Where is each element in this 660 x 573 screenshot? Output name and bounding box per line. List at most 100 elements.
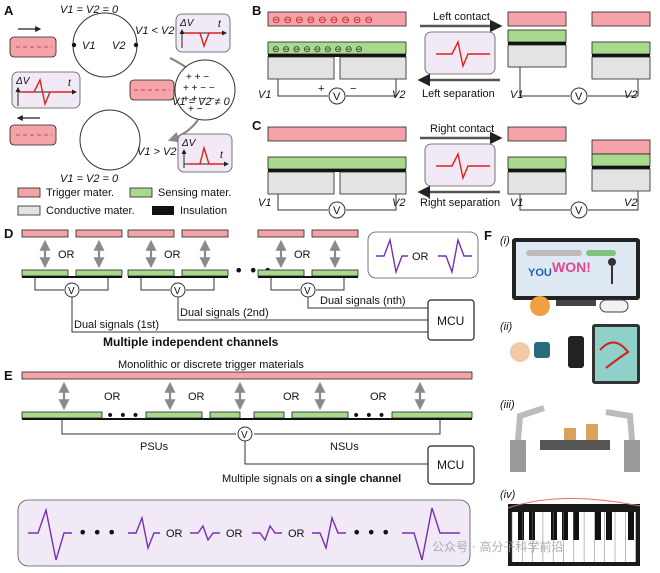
dv-label: ΔV: [15, 76, 31, 87]
sub-label-ii: (ii): [500, 321, 513, 333]
signal-strip-box: [17, 499, 471, 567]
electrode-dot: [133, 42, 139, 48]
legend-insulation: Insulation: [180, 205, 227, 217]
dual-signals-1st: Dual signals (1st): [74, 319, 159, 331]
voltmeter-label: V: [575, 205, 583, 217]
joystick: [530, 296, 550, 316]
signal-trace: [22, 77, 72, 107]
piano-black-key: [628, 512, 634, 540]
t-label: t: [218, 19, 222, 30]
panel-label-b: B: [252, 3, 261, 18]
legend-conductive: Conductive mater.: [46, 205, 135, 217]
piano-black-key: [595, 512, 601, 540]
piano-black-key: [606, 512, 612, 540]
panel-b: ⊖ ⊖ ⊖ ⊖ ⊖ ⊖ ⊖ ⊖ ⊖ ⊖ ⊖ ⊖ ⊖ ⊖ ⊖ ⊖ ⊖ ⊖ V V1…: [258, 11, 651, 105]
or-label: OR: [370, 391, 387, 403]
v2-label: V2: [624, 89, 637, 101]
legend-sensing: Sensing mater.: [158, 187, 231, 199]
psus-label: PSUs: [140, 441, 169, 453]
legend-swatch-insulation: [152, 206, 174, 215]
or-label: OR: [188, 391, 205, 403]
v2-label: V2: [392, 197, 405, 209]
or-label: OR: [288, 528, 305, 540]
voltmeter-label: V: [333, 91, 341, 103]
mcu-label: MCU: [437, 314, 464, 328]
package: [564, 428, 576, 440]
sub-label-i: (i): [500, 235, 510, 247]
panel-e: Monolithic or discrete trigger materials…: [17, 359, 475, 567]
electrode-left: [267, 56, 335, 80]
panel-label-c: C: [252, 118, 262, 133]
left-separation-label: Left separation: [422, 88, 495, 100]
charge-row: ⊖ ⊖ ⊖ ⊖ ⊖ ⊖ ⊖ ⊖ ⊖: [272, 45, 363, 55]
panel-label-a: A: [4, 3, 14, 18]
game-character: [608, 258, 616, 266]
dv-label: ΔV: [179, 18, 195, 29]
robot-arm-left-base: [510, 440, 526, 472]
neq-label: V1 = V2 ≠ 0: [172, 96, 231, 108]
trigger-layer: [267, 11, 407, 27]
panel-f: (i) YOU WON! (ii) (iii) (iv): [500, 235, 641, 566]
nsus-label: NSUs: [330, 441, 359, 453]
dual-signals-2nd: Dual signals (2nd): [180, 307, 269, 319]
v1-label: V1: [82, 40, 95, 52]
piano-black-key: [573, 512, 579, 540]
transition-arrow: [167, 119, 199, 143]
won-text: WON!: [552, 259, 591, 275]
dual-signals-nth: Dual signals (nth): [320, 295, 406, 307]
v2-label: V2: [624, 197, 637, 209]
monolithic-label: Monolithic or discrete trigger materials: [118, 359, 304, 371]
svg-text:+ + −: + + −: [186, 72, 209, 83]
voltmeter-label: V: [68, 286, 75, 297]
v2-label: V2: [392, 89, 405, 101]
you-text: YOU: [528, 267, 552, 279]
svg-text:+ −: + −: [188, 104, 203, 115]
gt-label: V1 > V2: [137, 146, 176, 158]
svg-text:• • •: • • •: [352, 408, 386, 424]
piano-black-key: [529, 512, 535, 540]
signal-box-left: [11, 71, 81, 109]
panel-label-f: F: [484, 228, 492, 243]
mcu-chip: [427, 445, 475, 485]
mcu-chip: [427, 299, 475, 341]
voltmeter-label: V: [575, 91, 583, 103]
eq-bottom-label: V1 = V2 = 0: [60, 173, 119, 185]
legend: Trigger mater. Sensing mater. Conductive…: [17, 187, 231, 217]
trigger-strip: [21, 371, 473, 380]
piano-black-key: [551, 512, 557, 540]
voltmeter-label: V: [241, 430, 248, 441]
caption-independent-channels: Multiple independent channels: [103, 335, 279, 349]
right-contact-label: Right contact: [430, 123, 494, 135]
signal-trace: [188, 145, 224, 165]
dv-label: ΔV: [181, 138, 197, 149]
legend-swatch-trigger: [17, 187, 41, 198]
panel-a: V1 = V2 = 0 V1 V2 V1 < V2 ΔV t + + −+ + …: [9, 4, 236, 185]
charges: + + −+ + − −+ + − −+ −: [183, 72, 215, 115]
left-contact-label: Left contact: [433, 11, 490, 23]
svg-text:• • •: • • •: [352, 523, 390, 542]
charge-row: ⊖ ⊖ ⊖ ⊖ ⊖ ⊖ ⊖ ⊖ ⊖: [272, 15, 373, 26]
signal-trace: [436, 151, 490, 181]
or-label: OR: [166, 528, 183, 540]
voltmeter-label: V: [304, 286, 311, 297]
conveyor-belt: [540, 440, 610, 450]
svg-text:+ + − −: + + − −: [183, 83, 215, 94]
panel-d: OR V OR V • • • OR V OR: [21, 229, 479, 349]
circuit-wire: [277, 79, 397, 97]
mcu-label: MCU: [437, 458, 464, 472]
conductive-disc-bottom: [79, 109, 141, 171]
or-label: OR: [164, 249, 181, 261]
watermark: 公众号 · 高分子科学前沿: [432, 539, 563, 554]
or-label: OR: [412, 251, 429, 263]
robot-arm-right-base: [624, 440, 640, 472]
v1-label: V1: [258, 197, 271, 209]
voltmeter-label: V: [174, 286, 181, 297]
or-label: OR: [58, 249, 75, 261]
legend-swatch-conductive: [17, 205, 41, 216]
v2-label: V2: [112, 40, 125, 52]
v1-label: V1: [258, 89, 271, 101]
voltmeter-label: V: [333, 205, 341, 217]
signal-trace: [186, 32, 222, 49]
v1-label: V1: [510, 89, 523, 101]
